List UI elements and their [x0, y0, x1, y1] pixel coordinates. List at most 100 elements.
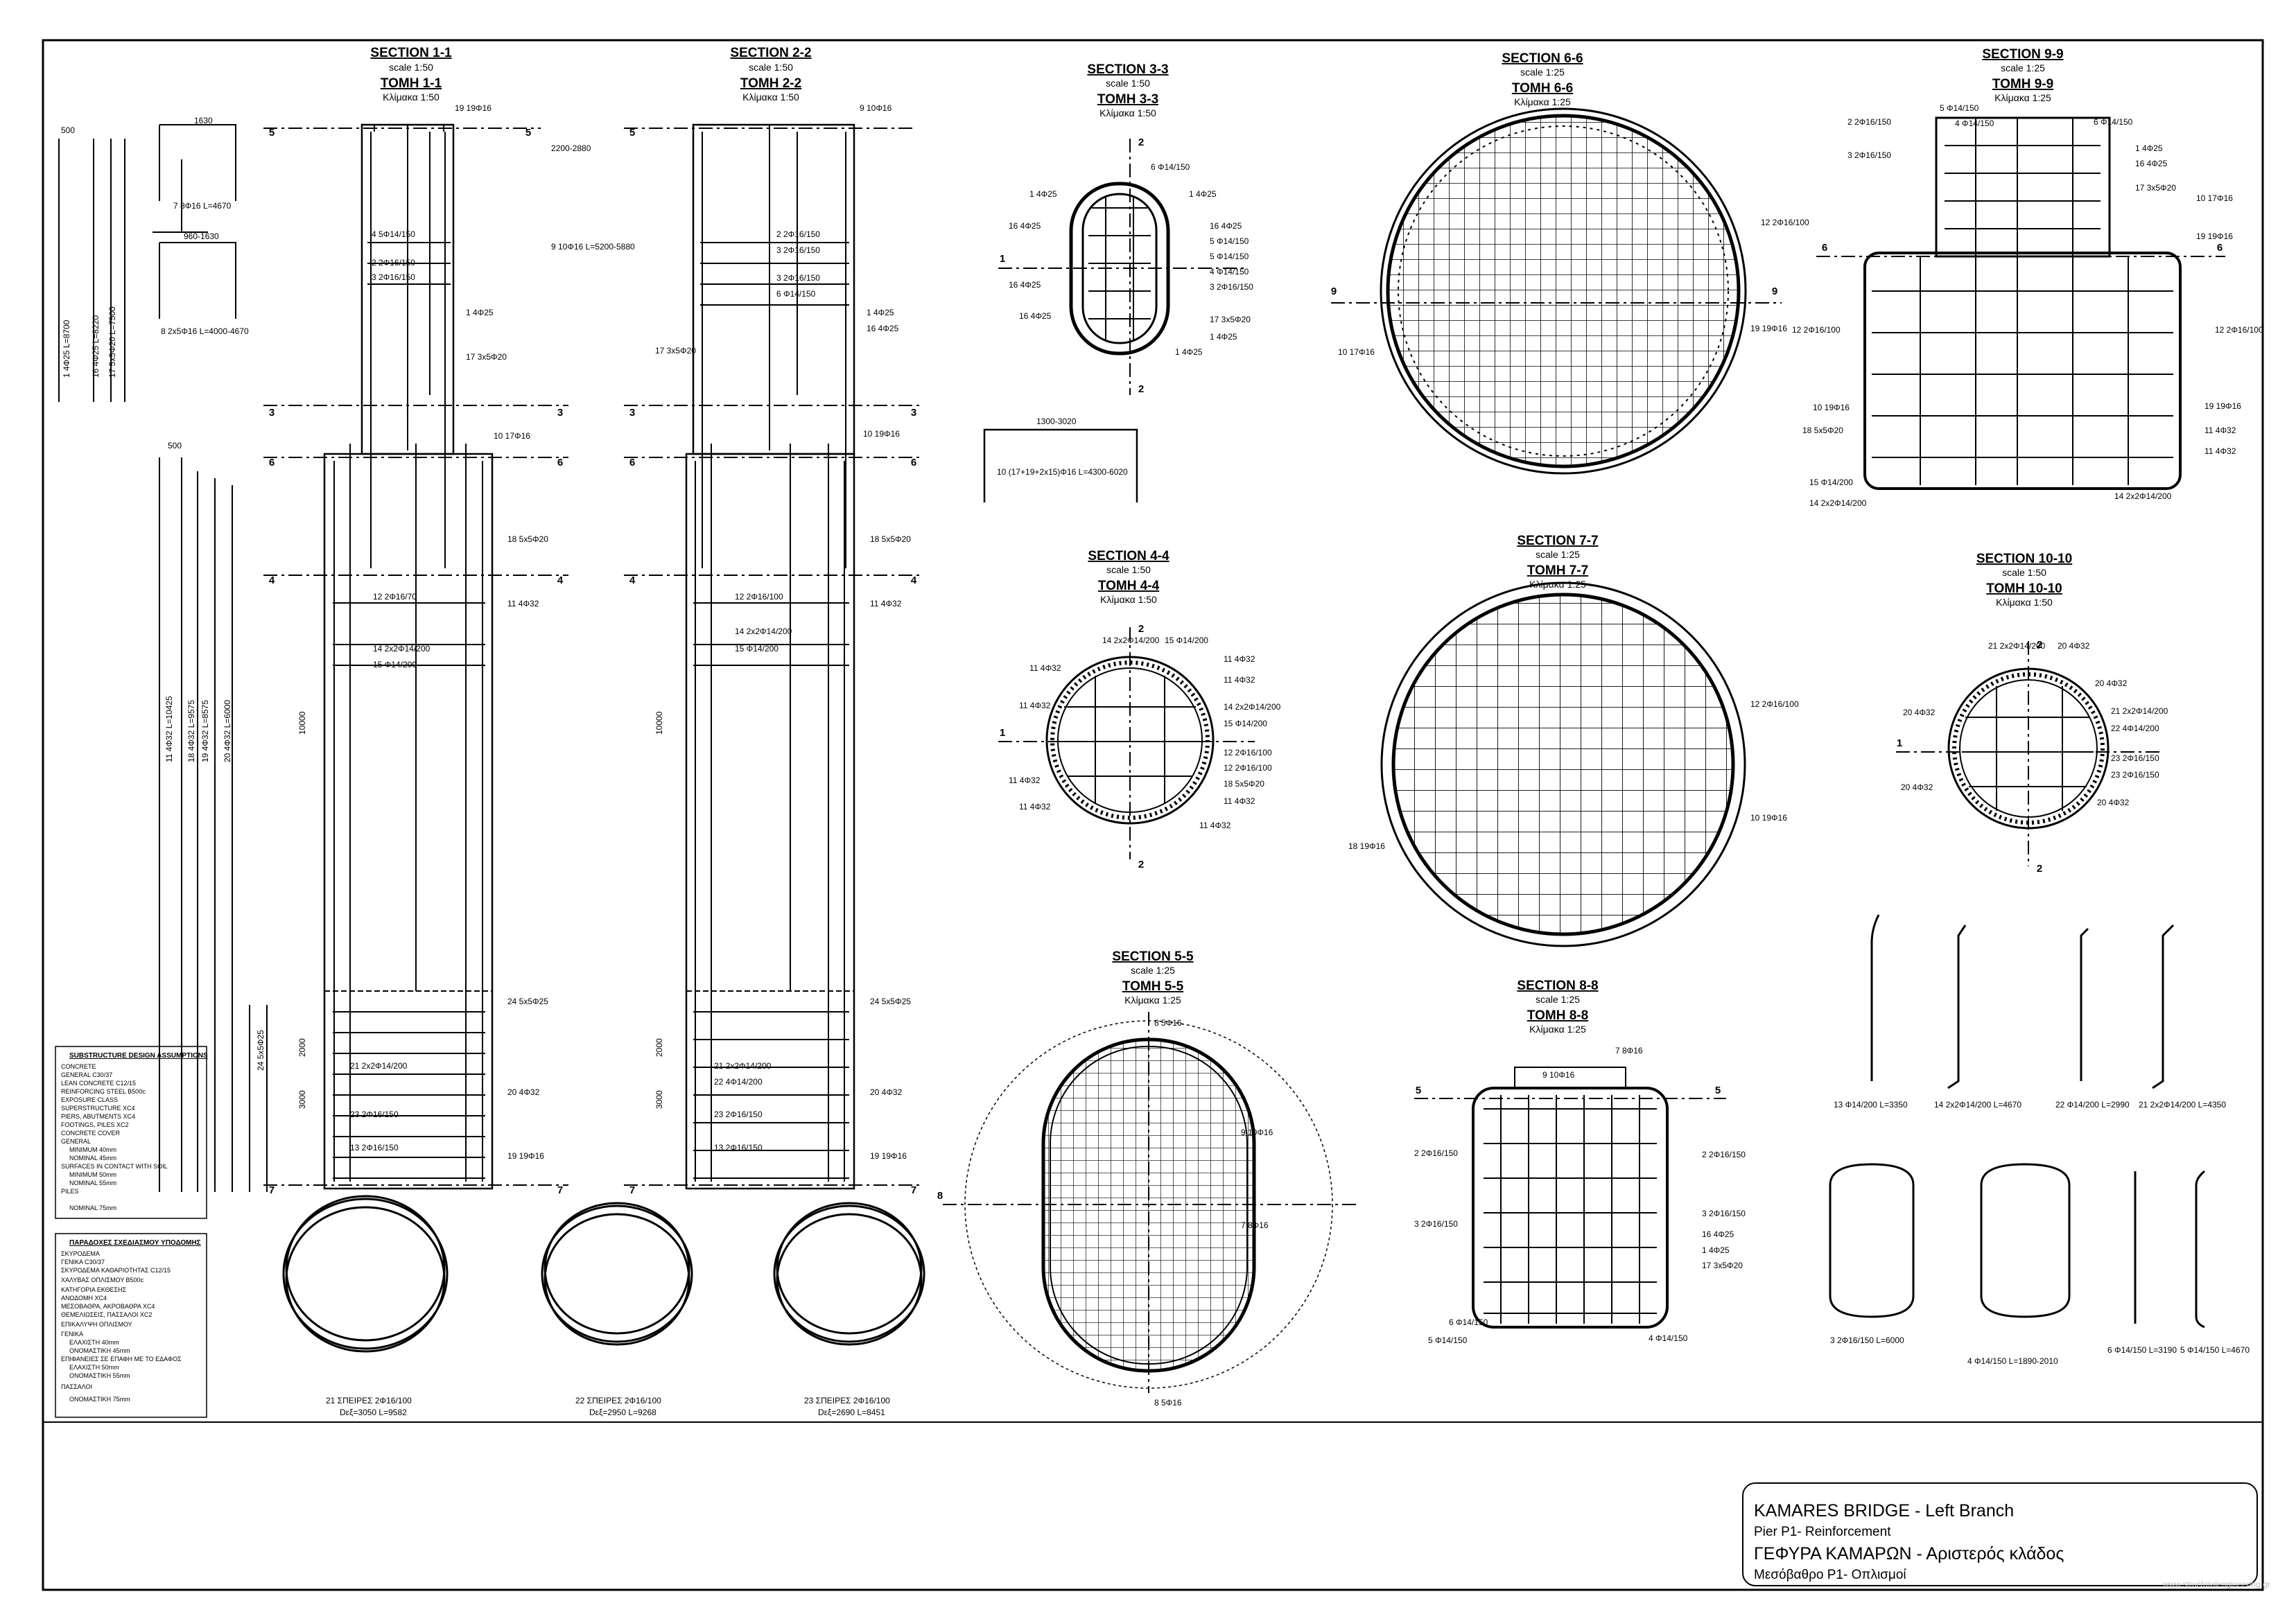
svg-text:SURFACES IN CONTACT WITH SOIL: SURFACES IN CONTACT WITH SOIL: [61, 1163, 168, 1170]
svg-text:2: 2: [1138, 383, 1144, 395]
label: 10 19Φ16: [863, 429, 900, 439]
label: 10 17Φ16: [494, 431, 530, 441]
vertical-label: 16 4Φ25 L=8220: [91, 315, 101, 378]
svg-text:ΕΛΑΧΙΣΤΗ 50mm: ΕΛΑΧΙΣΤΗ 50mm: [69, 1364, 119, 1371]
label: 11 4Φ32: [1019, 701, 1051, 710]
label: 23 2Φ16/150: [714, 1110, 763, 1119]
label: 15 Φ14/200: [373, 660, 417, 669]
section-scale-gr: Κλίμακα 1:50: [1996, 597, 2053, 608]
svg-text:6: 6: [269, 457, 275, 468]
label: 9 10Φ16: [1241, 1128, 1273, 1137]
label: 1 4Φ25: [867, 308, 894, 317]
section-5-5: SECTION 5-5 scale 1:25 ΤΟΜΗ 5-5 Κλίμακα …: [937, 949, 1359, 1408]
svg-text:ΠΑΣΣΑΛΟΙ: ΠΑΣΣΑΛΟΙ: [61, 1383, 92, 1390]
label: 17 3x5Φ20: [655, 346, 696, 356]
label: 11 4Φ32: [2204, 426, 2236, 435]
bar-shapes: [1829, 914, 2205, 1329]
label: 14 2x2Φ14/200: [2114, 491, 2172, 501]
label: 20 4Φ32: [870, 1087, 903, 1097]
svg-text:4: 4: [557, 575, 564, 586]
svg-text:6: 6: [557, 457, 563, 468]
dimension: 960-1630: [184, 231, 219, 241]
section-title-gr: ΤΟΜΗ 1-1: [381, 76, 442, 91]
dimension: 500: [61, 125, 75, 135]
svg-text:3: 3: [629, 407, 635, 419]
label: 14 2x2Φ14/200: [1224, 702, 1281, 712]
vertical-label: 24 5x5Φ25: [256, 1030, 266, 1071]
label: 15 Φ14/200: [1224, 719, 1267, 728]
section-title-gr: ΤΟΜΗ 7-7: [1527, 563, 1588, 578]
label: 15 Φ14/200: [1809, 477, 1853, 487]
label: 10 (17+19+2x15)Φ16 L=4300-6020: [997, 467, 1128, 477]
label: 8 5Φ16: [1154, 1398, 1182, 1408]
svg-text:6: 6: [1822, 242, 1827, 254]
label: 10 19Φ16: [1813, 403, 1850, 412]
label: 4 5Φ14/150: [372, 229, 415, 239]
label: 14 2x2Φ14/200: [735, 627, 792, 636]
svg-text:ΘΕΜΕΛΙΩΣΕΙΣ, ΠΑΣΣΑΛΟΙ XC2: ΘΕΜΕΛΙΩΣΕΙΣ, ΠΑΣΣΑΛΟΙ XC2: [61, 1311, 152, 1318]
svg-text:FOOTINGS, PILES XC2: FOOTINGS, PILES XC2: [61, 1121, 129, 1128]
title-line: Μεσόβαθρο P1- Οπλισμοί: [1754, 1568, 1906, 1582]
dimension: 500: [168, 441, 182, 450]
label: 7 8Φ16 L=4670: [173, 201, 232, 211]
label: 14 2x2Φ14/200: [373, 644, 430, 654]
svg-text:CONCRETE: CONCRETE: [61, 1063, 96, 1070]
section-title: SECTION 10-10: [1976, 552, 2072, 566]
svg-text:4: 4: [911, 575, 917, 586]
vertical-label: 18 4Φ32 L=9575: [186, 700, 196, 762]
label: 24 5x5Φ25: [870, 997, 911, 1006]
svg-text:ΟΝΟΜΑΣΤΙΚΗ 55mm: ΟΝΟΜΑΣΤΙΚΗ 55mm: [69, 1372, 130, 1379]
label: 12 2Φ16/100: [1224, 748, 1272, 757]
label: 15 Φ14/200: [735, 644, 779, 654]
svg-text:ΓΕΝΙΚΑ: ΓΕΝΙΚΑ: [61, 1331, 83, 1338]
svg-text:PILES: PILES: [61, 1188, 79, 1195]
label: 12 2Φ16/100: [1792, 325, 1841, 335]
label: 17 3x5Φ20: [466, 352, 507, 362]
label: 3 2Φ16/150: [776, 273, 820, 283]
label: 1 4Φ25: [466, 308, 494, 317]
svg-text:7: 7: [269, 1184, 275, 1196]
spiral-label: 23 ΣΠΕΙΡΕΣ 2Φ16/100: [804, 1396, 890, 1405]
label: 10 17Φ16: [2196, 193, 2233, 203]
label: 4 Φ14/150 L=1890-2010: [1967, 1356, 2058, 1366]
svg-text:3: 3: [269, 407, 275, 419]
section-title-gr: ΤΟΜΗ 4-4: [1098, 579, 1160, 593]
svg-text:5: 5: [629, 127, 635, 139]
section-title: SECTION 9-9: [1982, 47, 2063, 62]
svg-text:5: 5: [1416, 1085, 1421, 1096]
label: 18 5x5Φ20: [1224, 779, 1264, 789]
svg-text:CONCRETE COVER: CONCRETE COVER: [61, 1130, 121, 1137]
svg-text:6: 6: [2217, 242, 2223, 254]
section-scale: scale 1:50: [1106, 564, 1151, 575]
bar-shape-labels: 13 Φ14/200 L=3350 14 2x2Φ14/200 L=4670 2…: [1830, 1100, 2250, 1366]
label: 3 2Φ16/150 L=6000: [1830, 1335, 1904, 1345]
label: 21 2x2Φ14/200: [714, 1061, 772, 1071]
section-9-9: SECTION 9-9 scale 1:25 ΤΟΜΗ 9-9 Κλίμακα …: [1792, 47, 2263, 508]
svg-text:1: 1: [1897, 737, 1902, 749]
label: 3 2Φ16/150: [372, 272, 415, 282]
label: 11 4Φ32: [1224, 675, 1255, 685]
svg-text:GENERAL C30/37: GENERAL C30/37: [61, 1071, 112, 1078]
label: 12 2Φ16/100: [1224, 763, 1272, 773]
section-scale: scale 1:25: [1131, 965, 1175, 976]
section-10-10: SECTION 10-10 scale 1:50 ΤΟΜΗ 10-10 Κλίμ…: [1896, 552, 2168, 875]
section-title-gr: ΤΟΜΗ 5-5: [1122, 979, 1184, 994]
spiral-label: 22 ΣΠΕΙΡΕΣ 2Φ16/100: [575, 1396, 661, 1405]
label: 2 2Φ16/150: [372, 258, 415, 268]
legend-substructure: SUBSTRUCTURE DESIGN ASSUMPTIONS CONCRETE…: [55, 1046, 208, 1219]
svg-text:1: 1: [1000, 727, 1005, 739]
label: 13 2Φ16/150: [350, 1143, 399, 1153]
label: 19 19Φ16: [2196, 231, 2233, 241]
svg-text:2: 2: [1138, 137, 1144, 148]
label: 8 2x5Φ16 L=4000-4670: [161, 326, 249, 336]
section-title: SECTION 4-4: [1088, 549, 1169, 563]
label: 1 4Φ25: [1189, 189, 1217, 199]
label: 1 4Φ25: [1029, 189, 1057, 199]
label: 1 4Φ25: [1210, 332, 1237, 342]
svg-text:GENERAL: GENERAL: [61, 1138, 91, 1145]
svg-text:NOMINAL 45mm: NOMINAL 45mm: [69, 1155, 116, 1162]
label: 6 Φ14/150: [2094, 117, 2133, 127]
label: 6 Φ14/150: [776, 289, 816, 299]
label: 16 4Φ25: [1009, 280, 1041, 290]
dimension: 1300-3020: [1036, 417, 1077, 426]
